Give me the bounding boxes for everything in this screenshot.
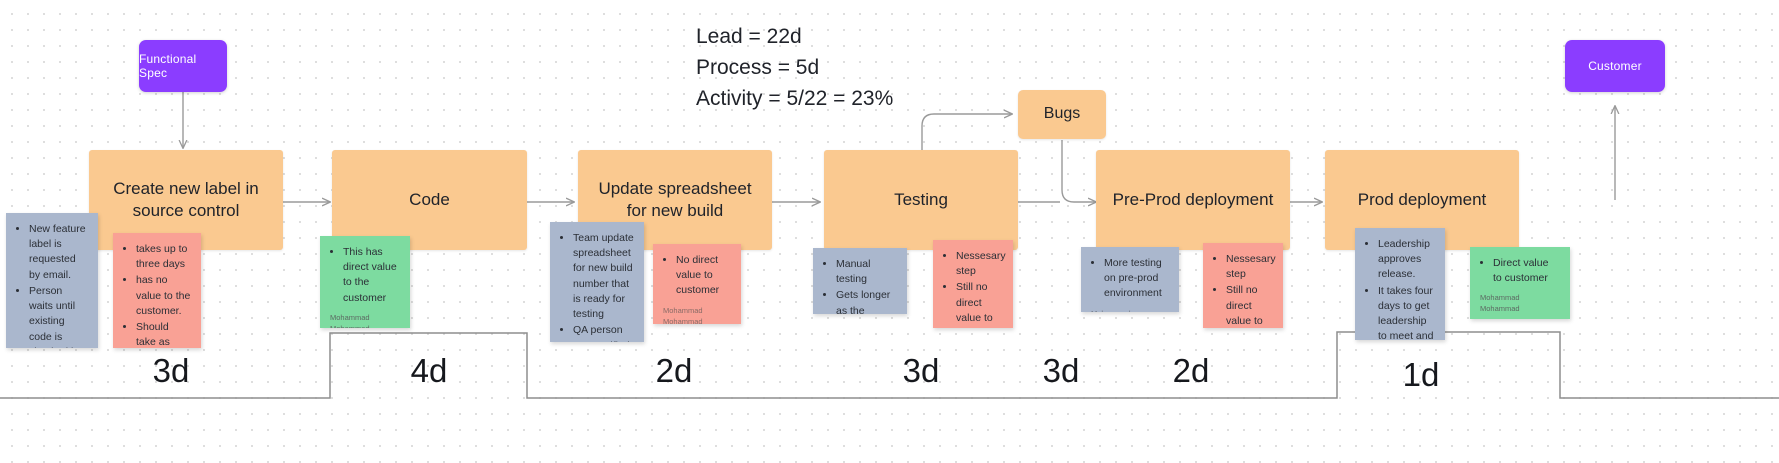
note-author: Mohammad Mohammad xyxy=(1480,293,1520,314)
note-bullet: More testing on pre-prod environment xyxy=(1104,256,1169,302)
note-create-label-red[interactable]: takes up to three days has no value to t… xyxy=(113,233,201,348)
note-bullet-list: Manual testing Gets longer as the codeba… xyxy=(836,257,897,314)
note-bullet: Manual testing xyxy=(836,257,897,287)
note-code-green[interactable]: This has direct value to the customer Mo… xyxy=(320,236,410,328)
note-bullet-list: More testing on pre-prod environment xyxy=(1104,256,1169,303)
note-bullet-list: Leadership approves release. It takes fo… xyxy=(1378,237,1435,340)
process-box-code[interactable]: Code xyxy=(332,150,527,250)
external-node-customer[interactable]: Customer xyxy=(1565,40,1665,92)
process-box-testing[interactable]: Testing xyxy=(824,150,1018,250)
note-bullet: This has direct value to the customer xyxy=(343,245,400,306)
metric-activity: Activity = 5/22 = 23% xyxy=(696,86,894,110)
connector-testing-to-bugs xyxy=(921,114,1012,150)
note-bullet-list: Nessesary step Still no direct value to … xyxy=(956,249,1006,328)
connector-bugs-to-preprod xyxy=(1061,140,1096,202)
note-bullet: Leadership approves release. xyxy=(1378,237,1435,283)
note-bullet: Nessesary step xyxy=(956,249,1006,279)
note-bullet-list: No direct value to customer xyxy=(676,253,731,300)
note-bullet: has no value to the customer. xyxy=(136,273,191,319)
timeline-label-day-5: 3d xyxy=(1042,352,1080,389)
note-author: Mohammad Mohammad xyxy=(1091,303,1169,312)
note-prod-gray[interactable]: Leadership approves release. It takes fo… xyxy=(1355,228,1445,340)
note-bullet-list: Direct value to customer xyxy=(1493,256,1560,287)
note-bullet: Still no direct value to customer xyxy=(956,280,1003,328)
note-bullet-list: takes up to three days has no value to t… xyxy=(136,242,191,348)
timeline-label-day-4: 3d xyxy=(902,352,940,389)
metric-lead: Lead = 22d xyxy=(696,25,802,48)
note-author: Mohammad Mohammad xyxy=(330,312,370,328)
note-bullet: Nessesary step xyxy=(1226,252,1276,282)
process-box-label: Testing xyxy=(894,189,948,209)
note-bullet: Still no direct value to customer xyxy=(1226,283,1273,328)
process-box-label: Pre-Prod deployment xyxy=(1112,189,1274,209)
process-box-label: Prod deployment xyxy=(1357,189,1487,209)
process-box-update-spreadsheet[interactable]: Update spreadsheet for new build xyxy=(578,150,772,250)
note-bullet: New feature label is requested by email. xyxy=(29,222,88,283)
note-bullet: QA person gets notified with in 2 days xyxy=(573,323,634,342)
timeline-label-day-1: 3d xyxy=(152,352,190,389)
process-box-label: Bugs xyxy=(1043,105,1081,123)
metric-process: Process = 5d xyxy=(696,55,820,79)
note-prod-green[interactable]: Direct value to customer Mohammad Mohamm… xyxy=(1470,247,1570,319)
note-bullet-list: New feature label is requested by email.… xyxy=(29,222,88,348)
process-box-bugs[interactable]: Bugs xyxy=(1018,90,1106,139)
process-box-label: Update spreadsheet for new build xyxy=(598,178,752,220)
process-box-pre-prod[interactable]: Pre-Prod deployment xyxy=(1096,150,1290,250)
note-bullet: Gets longer as the codebase grows xyxy=(836,288,897,314)
external-node-label: Customer xyxy=(1588,59,1642,73)
note-bullet: takes up to three days xyxy=(136,242,191,272)
note-bullet: Team update spreadsheet for new build nu… xyxy=(573,231,634,322)
note-testing-red[interactable]: Nessesary step Still no direct value to … xyxy=(933,240,1013,328)
note-bullet-list: Team update spreadsheet for new build nu… xyxy=(573,231,634,342)
note-bullet-list: This has direct value to the customer xyxy=(343,245,400,307)
external-node-functional-spec[interactable]: Functional Spec xyxy=(139,40,227,92)
note-create-label-gray[interactable]: New feature label is requested by email.… xyxy=(6,213,98,348)
external-node-label: Functional Spec xyxy=(139,52,197,80)
timeline-label-day-2: 4d xyxy=(410,352,448,389)
note-spreadsheet-red[interactable]: No direct value to customer Mohammad Moh… xyxy=(653,244,741,324)
timeline-label-day-6: 2d xyxy=(1172,352,1210,389)
note-bullet: Direct value to customer xyxy=(1493,256,1560,286)
note-bullet: Person waits until existing code is chec… xyxy=(29,284,88,348)
note-spreadsheet-gray[interactable]: Team update spreadsheet for new build nu… xyxy=(550,222,644,342)
note-testing-gray[interactable]: Manual testing Gets longer as the codeba… xyxy=(813,248,907,314)
note-bullet: It takes four days to get leadership to … xyxy=(1378,284,1435,340)
timeline-label-day-7: 1d xyxy=(1402,356,1440,393)
note-bullet-list: Nessesary step Still no direct value to … xyxy=(1226,252,1276,328)
note-preprod-red[interactable]: Nessesary step Still no direct value to … xyxy=(1203,243,1283,328)
timeline-label-day-3: 2d xyxy=(655,352,693,389)
process-box-label: Code xyxy=(409,189,450,209)
note-author: Mohammad Mohammad xyxy=(663,305,703,324)
metrics-summary: Lead = 22d Process = 5d Activity = 5/22 … xyxy=(696,22,893,115)
note-preprod-gray[interactable]: More testing on pre-prod environment Moh… xyxy=(1081,247,1179,312)
process-box-label: Create new label in source control xyxy=(113,178,259,220)
note-bullet: No direct value to customer xyxy=(676,253,731,299)
note-bullet: Should take as little time as possible xyxy=(136,320,191,348)
